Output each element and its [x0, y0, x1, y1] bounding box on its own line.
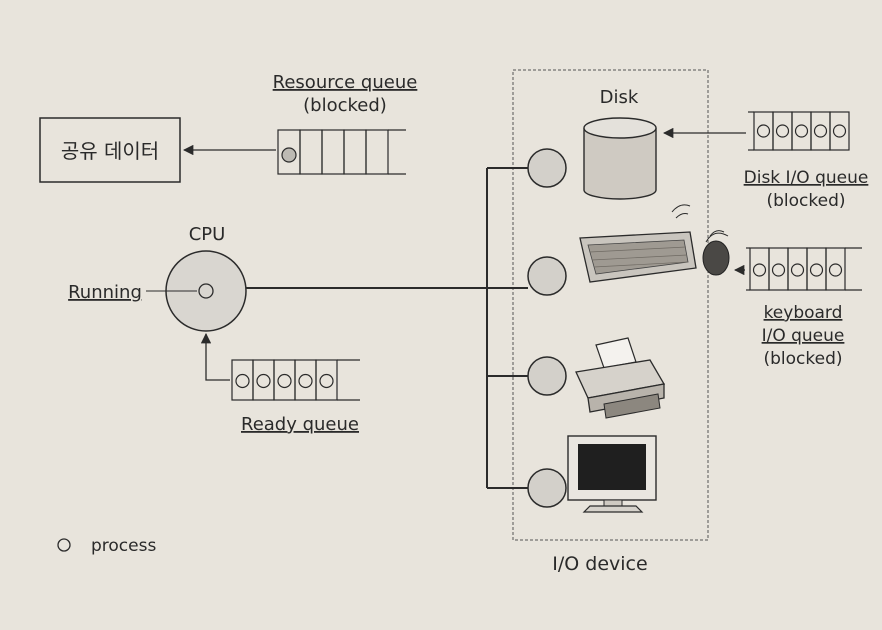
cpu-label: CPU	[189, 224, 226, 245]
queue-cell	[806, 247, 827, 291]
keyboard-queue-label-line2: I/O queue	[762, 326, 845, 346]
monitor-controller-node	[527, 468, 567, 508]
queue-cell	[791, 111, 812, 151]
process-icon	[256, 373, 271, 389]
process-icon	[794, 124, 809, 138]
queue-cell	[315, 359, 338, 401]
process-icon	[277, 373, 292, 389]
keyboard-mouse-icon	[579, 204, 730, 283]
queue-cell	[825, 247, 846, 291]
process-icon	[752, 263, 767, 277]
keyboard-queue-label: keyboard	[764, 303, 843, 323]
queue-cell	[753, 111, 774, 151]
io-device-box	[512, 69, 709, 541]
disk-label: Disk	[600, 87, 639, 108]
disk-icon	[583, 117, 657, 200]
ready-queue-label: Ready queue	[241, 414, 359, 435]
queue-cell	[365, 129, 389, 175]
process-icon	[235, 373, 250, 389]
queue-cell	[252, 359, 275, 401]
process-icon	[198, 283, 214, 299]
keyboard-io-queue	[746, 247, 862, 291]
resource-queue-sublabel: (blocked)	[303, 95, 387, 116]
queue-cell	[810, 111, 831, 151]
disk-io-queue	[748, 111, 850, 151]
queue-cell	[299, 129, 323, 175]
printer-controller-node	[527, 356, 567, 396]
disk-queue-label: Disk I/O queue	[744, 168, 869, 188]
process-icon	[775, 124, 790, 138]
process-icon	[298, 373, 313, 389]
ready-queue	[231, 359, 360, 401]
process-icon	[771, 263, 786, 277]
process-icon	[809, 263, 824, 277]
queue-cell	[343, 129, 367, 175]
legend-process-icon	[57, 538, 71, 552]
queue-cell	[787, 247, 808, 291]
running-label: Running	[68, 282, 142, 303]
legend-process-label: process	[91, 536, 156, 556]
queue-cell	[273, 359, 296, 401]
process-icon	[319, 373, 334, 389]
queue-cell	[768, 247, 789, 291]
queue-cell	[829, 111, 850, 151]
process-icon	[832, 124, 847, 138]
resource-queue-label: Resource queue	[273, 72, 418, 93]
shared-data-label: 공유 데이터	[61, 139, 159, 163]
keyboard-queue-sublabel: (blocked)	[763, 349, 842, 369]
process-icon	[813, 124, 828, 138]
disk-controller-node	[527, 148, 567, 188]
process-icon	[790, 263, 805, 277]
keyboard-controller-node	[527, 256, 567, 296]
io-device-label: I/O device	[552, 553, 647, 575]
process-icon	[281, 147, 297, 163]
process-icon	[828, 263, 843, 277]
queue-cell	[294, 359, 317, 401]
monitor-icon	[567, 435, 657, 513]
printer-icon	[575, 337, 666, 419]
queue-cell	[321, 129, 345, 175]
disk-queue-sublabel: (blocked)	[766, 191, 845, 211]
process-icon	[756, 124, 771, 138]
shared-data-box	[39, 117, 181, 183]
queue-cell	[772, 111, 793, 151]
queue-cell	[749, 247, 770, 291]
ready-to-cpu-arrow	[200, 332, 230, 381]
queue-cell	[231, 359, 254, 401]
resource-queue	[277, 129, 406, 175]
